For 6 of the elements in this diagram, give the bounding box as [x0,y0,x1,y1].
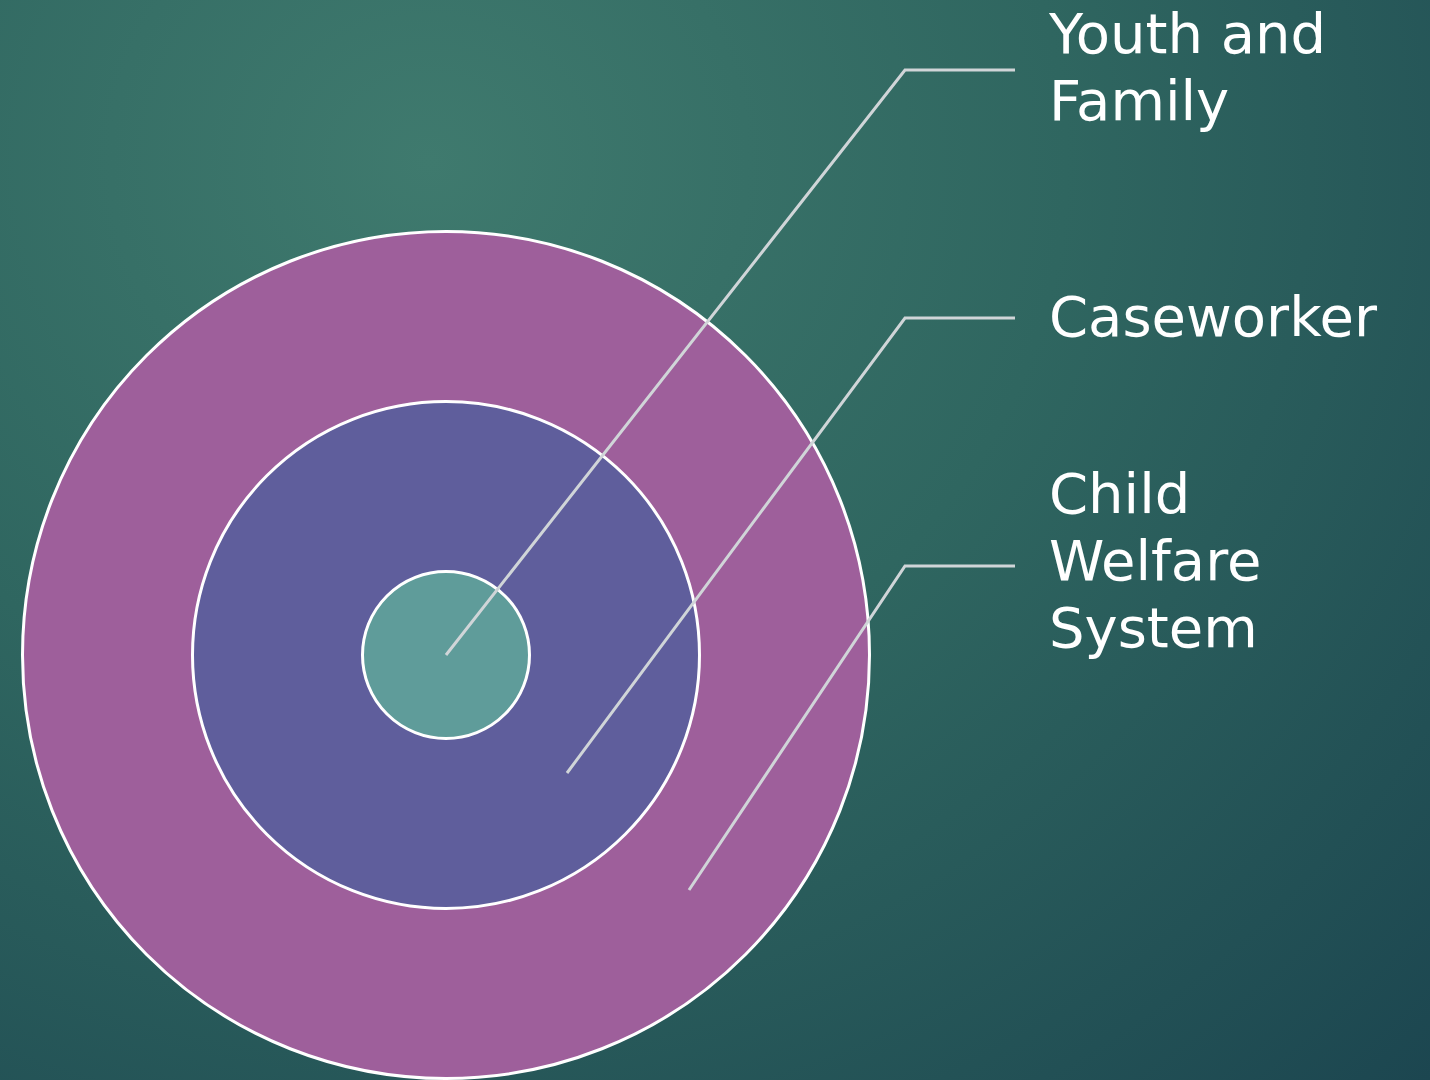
ring-label: Caseworker [1015,283,1430,351]
leader-line [565,316,1015,774]
leader-line [444,68,1015,656]
leader-line [687,564,1015,891]
ring-label: Child Welfare System [1015,460,1355,662]
ring-label: Youth and Family [1015,0,1425,135]
